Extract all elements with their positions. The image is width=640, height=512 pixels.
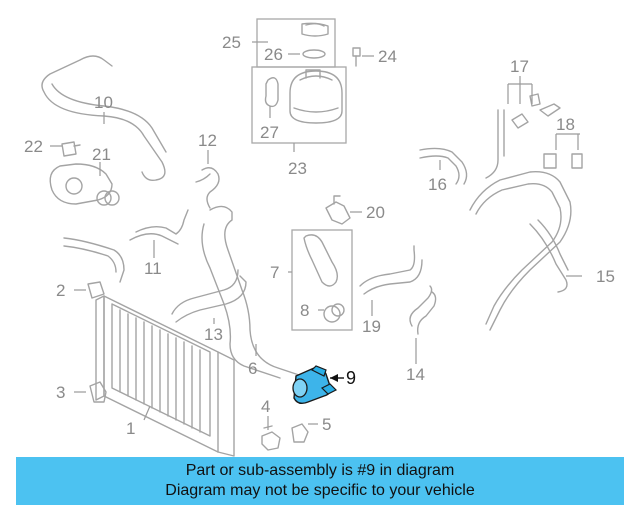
info-banner: Part or sub-assembly is #9 in diagram Di… (16, 457, 624, 505)
coolant-hose-19 (359, 245, 423, 295)
bleed-screw (352, 47, 361, 67)
callout-1: 1 (126, 419, 135, 438)
callout-6: 6 (248, 359, 257, 378)
callout-15: 15 (596, 267, 615, 286)
expansion-tank (289, 69, 343, 124)
reservoir-cap (301, 22, 329, 37)
callout-21: 21 (92, 145, 111, 164)
radiator (95, 295, 235, 457)
banner-line-2: Diagram may not be specific to your vehi… (165, 482, 475, 499)
coolant-pipe (41, 55, 167, 182)
callout-2: 2 (56, 281, 65, 300)
callout-13: 13 (204, 325, 223, 344)
tank-hose (264, 77, 279, 108)
callout-9: 9 (346, 368, 356, 388)
callout-16: 16 (428, 175, 447, 194)
callout-7: 7 (270, 263, 279, 282)
callout-23: 23 (288, 159, 307, 178)
callout-8: 8 (300, 301, 309, 320)
callout-5: 5 (322, 415, 331, 434)
callout-25: 25 (222, 33, 241, 52)
callout-17: 17 (510, 57, 529, 76)
bypass-hose (303, 234, 339, 287)
coolant-hose-16 (419, 147, 468, 185)
callout-18: 18 (556, 115, 575, 134)
callout-19: 19 (362, 317, 381, 336)
coolant-hose-14 (409, 285, 437, 335)
callout-26: 26 (264, 45, 283, 64)
hose-group-box (291, 229, 353, 331)
hose-connector (325, 195, 351, 225)
mount-bracket-2 (87, 281, 105, 299)
callout-4: 4 (261, 397, 270, 416)
hose-assembly (469, 93, 583, 331)
leader-lines (50, 41, 582, 430)
callout-14: 14 (406, 365, 425, 384)
mount-bracket-3 (89, 381, 107, 403)
callout-11: 11 (144, 259, 162, 278)
plug-5 (291, 423, 309, 443)
heater-hose (63, 209, 189, 283)
lower-hose (171, 269, 247, 323)
callout-27: 27 (260, 123, 279, 142)
callout-24: 24 (378, 47, 397, 66)
upper-hose (195, 167, 220, 209)
temperature-sender-4 (261, 425, 281, 451)
temperature-sensor (61, 141, 81, 157)
cap-box (256, 18, 336, 68)
hose-clamp (323, 303, 345, 323)
callout-10: 10 (94, 93, 113, 112)
coolant-flange (49, 163, 120, 206)
callout-12: 12 (198, 131, 217, 150)
highlighted-part-9 (292, 365, 344, 405)
cap-seal-ring (302, 49, 326, 59)
callout-20: 20 (366, 203, 385, 222)
callout-3: 3 (56, 383, 65, 402)
callout-22: 22 (24, 137, 43, 156)
banner-line-1: Part or sub-assembly is #9 in diagram (185, 462, 455, 479)
reservoir-group (251, 18, 361, 144)
